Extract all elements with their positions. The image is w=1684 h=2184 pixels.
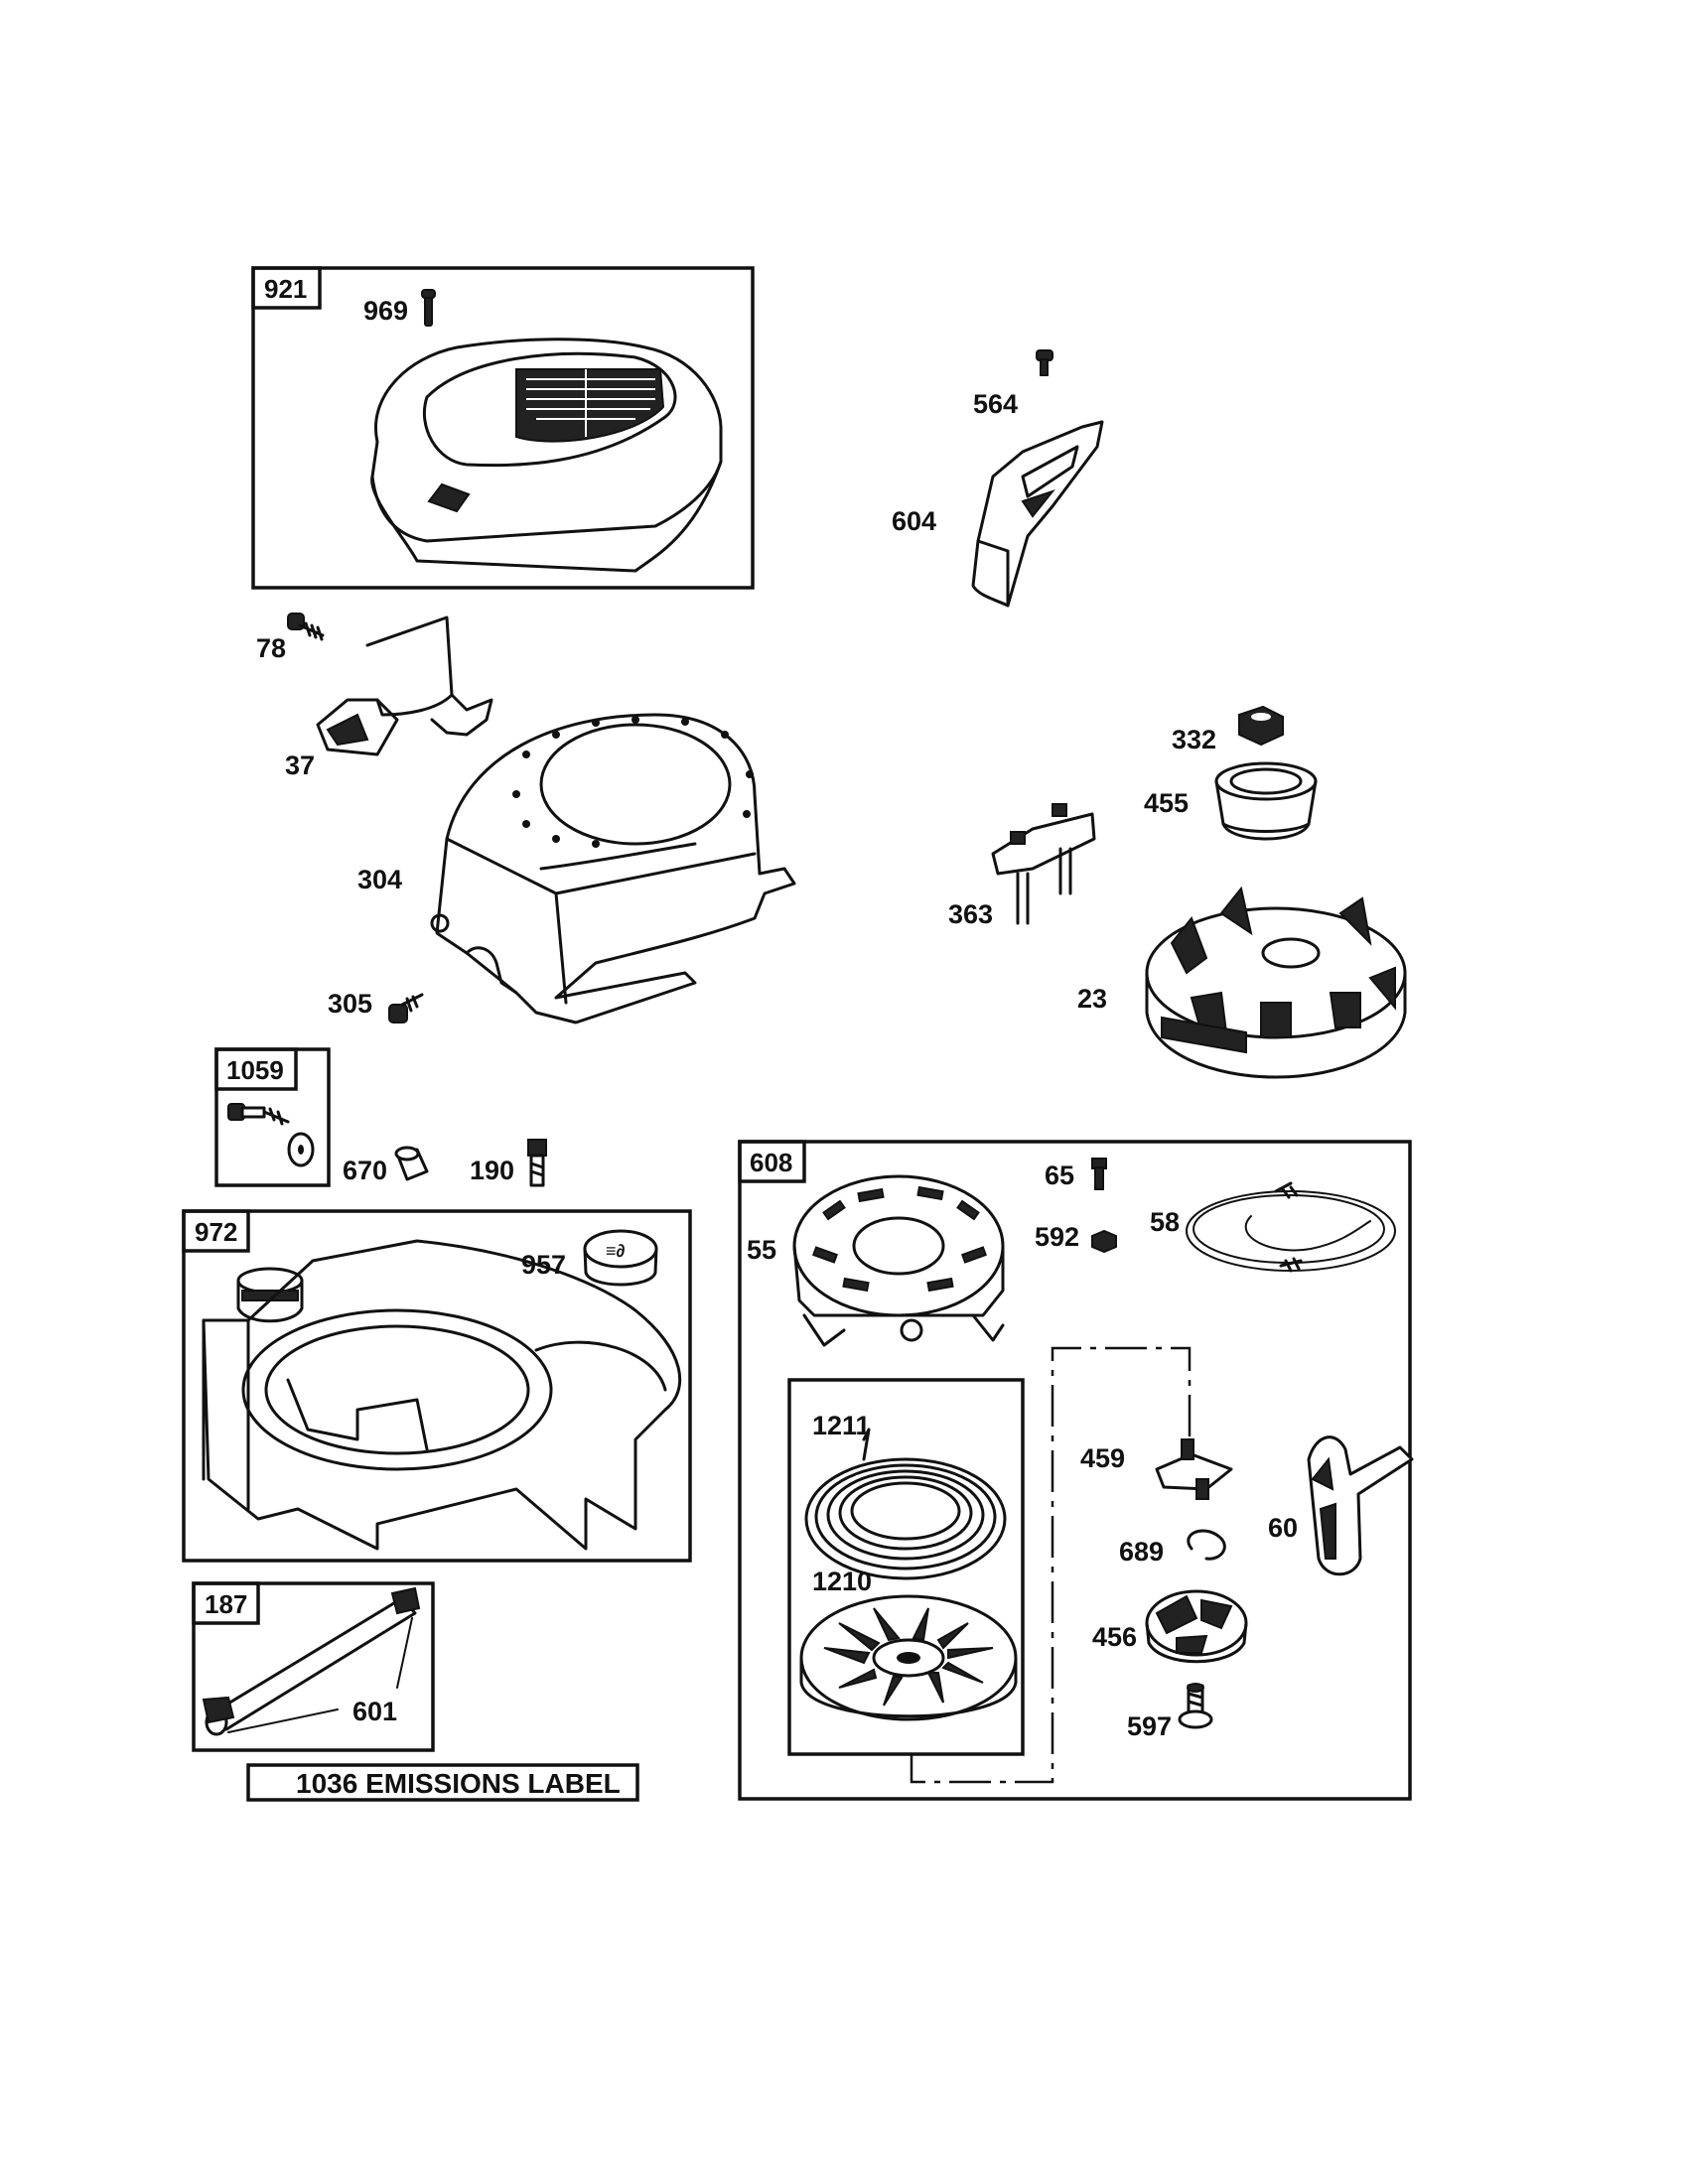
handle-60-icon <box>1307 1435 1414 1576</box>
part-190-label: 190 <box>470 1156 514 1185</box>
part-37-label: 37 <box>285 751 315 780</box>
group-608: 608 65 55 592 <box>738 1140 1414 1801</box>
blower-housing-304-icon <box>430 713 796 1024</box>
rope-58-icon <box>1186 1181 1396 1273</box>
screw-78-icon <box>287 613 325 641</box>
part-455-label: 455 <box>1144 788 1189 818</box>
group-608-tag <box>738 1140 806 1183</box>
part-55-label: 55 <box>747 1235 776 1265</box>
group-972-frame <box>182 1209 692 1563</box>
part-456-label: 456 <box>1092 1622 1137 1652</box>
group-972-tag <box>182 1209 250 1253</box>
part-459-label: 459 <box>1080 1443 1125 1473</box>
part-592-label: 592 <box>1035 1222 1079 1252</box>
group-1059-tag <box>214 1047 298 1091</box>
part-305-label: 305 <box>328 989 372 1019</box>
pulley-group-frame <box>787 1378 1025 1756</box>
spacer-670-icon <box>394 1146 429 1181</box>
part-670-label: 670 <box>343 1156 387 1185</box>
part-604-label: 604 <box>892 506 936 536</box>
part-689-label: 689 <box>1119 1537 1164 1567</box>
svg-text:≡∂: ≡∂ <box>606 1241 626 1261</box>
starter-housing-55-icon <box>792 1174 1005 1347</box>
part-564-label: 564 <box>973 389 1018 419</box>
cover-921-icon <box>370 338 723 573</box>
part-60-label: 60 <box>1268 1513 1298 1543</box>
part-304-label: 304 <box>357 865 402 894</box>
screw-305-icon <box>388 993 424 1024</box>
cup-455-icon <box>1214 761 1318 841</box>
group-608-label: 608 <box>750 1148 792 1177</box>
part-78-label: 78 <box>256 633 286 663</box>
part-1210-label: 1210 <box>812 1567 872 1596</box>
pawl-459-icon <box>1155 1438 1233 1500</box>
part-601-label: 601 <box>352 1697 397 1726</box>
group-972-label: 972 <box>195 1217 237 1247</box>
group-1059: 1059 <box>214 1047 331 1187</box>
screw-597-icon <box>1178 1683 1213 1729</box>
ratchet-456-icon <box>1145 1589 1248 1664</box>
group-921: 921 969 <box>251 266 755 590</box>
pulley-1210-icon <box>799 1594 1018 1721</box>
part-65-label: 65 <box>1045 1160 1074 1190</box>
part-1211-label: 1211 <box>812 1411 871 1440</box>
group-921-tag <box>251 266 322 310</box>
nut-592-icon <box>1091 1229 1117 1254</box>
part-597-label: 597 <box>1127 1711 1172 1741</box>
group-921-label: 921 <box>264 274 307 304</box>
flywheel-23-icon <box>1145 886 1407 1079</box>
group-608-frame <box>738 1140 1412 1801</box>
screw-564-icon <box>1036 349 1053 376</box>
group-972: 972 957 ≡∂ <box>182 1209 692 1563</box>
emissions-label-frame <box>246 1763 639 1802</box>
part-363-label: 363 <box>948 899 993 929</box>
group-187-label: 187 <box>205 1589 247 1619</box>
leader-dashed-line <box>910 1346 1192 1784</box>
fuel-line-187-icon <box>202 1586 421 1736</box>
stud-190-icon <box>527 1139 547 1187</box>
bolt-1059-icon <box>227 1103 315 1167</box>
part-332-label: 332 <box>1172 725 1216 754</box>
baffle-37-icon <box>316 615 493 756</box>
clip-689-icon <box>1187 1529 1226 1561</box>
group-187-frame <box>192 1581 435 1752</box>
part-957-label: 957 <box>521 1250 566 1280</box>
part-969-label: 969 <box>363 296 408 326</box>
guard-604-icon <box>971 420 1104 608</box>
group-921-frame <box>251 266 755 590</box>
part-58-label: 58 <box>1150 1207 1180 1237</box>
nut-332-icon <box>1238 705 1284 747</box>
emissions-label: 1036 EMISSIONS LABEL <box>296 1768 621 1799</box>
fuel-tank-972-icon <box>202 1239 682 1551</box>
screw-65-icon <box>1091 1158 1107 1190</box>
bracket-363-icon <box>991 803 1096 925</box>
fuel-cap-957-icon: ≡∂ <box>583 1229 658 1287</box>
group-1059-label: 1059 <box>226 1055 284 1085</box>
group-187: 187 601 <box>192 1581 435 1752</box>
screw-969-icon <box>421 289 436 327</box>
group-187-tag <box>192 1581 260 1625</box>
spring-1211-icon <box>804 1428 1007 1580</box>
part-23-label: 23 <box>1077 984 1107 1014</box>
